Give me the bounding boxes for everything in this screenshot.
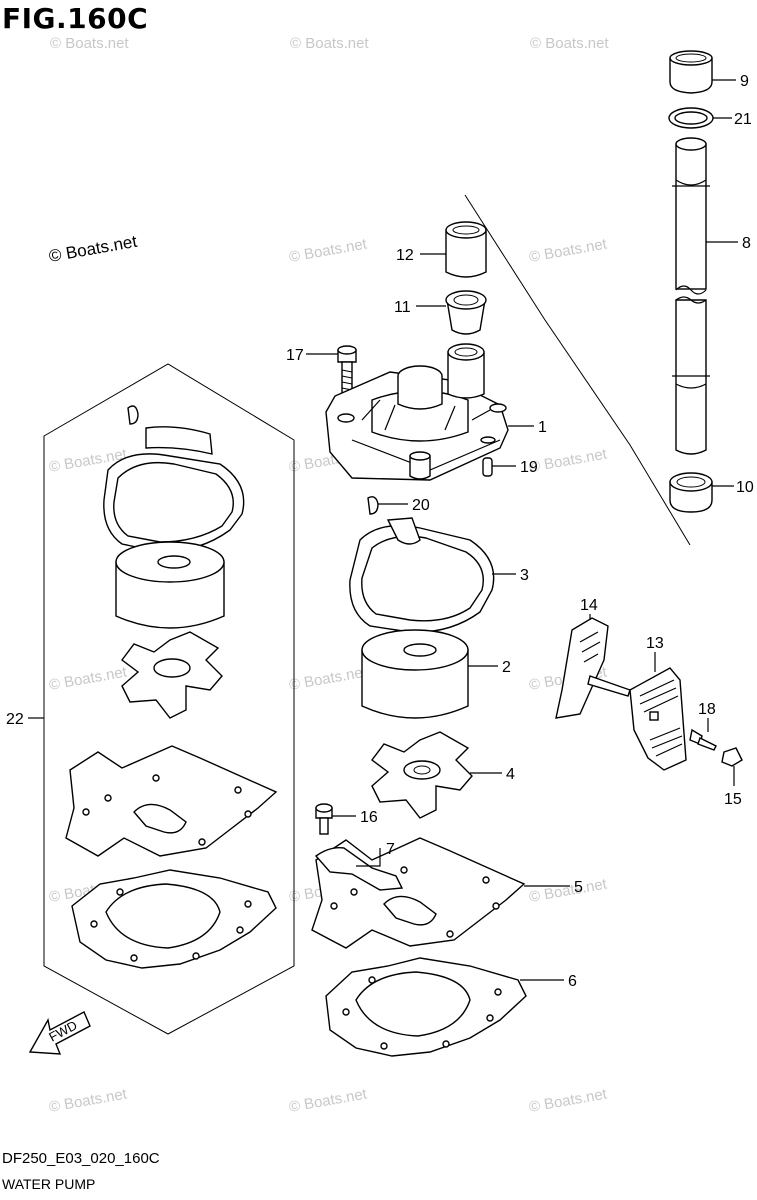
figure-title: FIG.160C — [2, 2, 149, 35]
part-21-o-ring — [668, 107, 714, 129]
watermark: © Boats.net — [290, 35, 369, 52]
part-15-nut — [721, 747, 743, 767]
callout-20: 20 — [412, 497, 430, 514]
callout-12: 12 — [396, 247, 414, 264]
callout-15: 15 — [724, 791, 742, 808]
part-2-liner — [361, 629, 469, 719]
part-4-impeller — [371, 731, 473, 819]
part-19-pin — [482, 457, 493, 477]
diagram-caption: WATER PUMP — [2, 1176, 96, 1192]
leader-lines — [28, 79, 738, 981]
watermark: © Boats.net — [528, 1085, 609, 1116]
part-20-key — [367, 496, 379, 515]
watermark: © Boats.net — [288, 663, 369, 694]
watermark: © Boats.net — [288, 1085, 369, 1116]
part-3-gasket — [349, 517, 495, 633]
callout-10: 10 — [736, 479, 754, 496]
part-8-water-tube — [672, 137, 710, 455]
part-18-screw — [689, 728, 717, 751]
kit-22-boundary — [43, 363, 295, 1035]
part-12-sleeve — [445, 221, 487, 278]
part-14-plate-arm — [555, 617, 631, 719]
part-10-grommet — [669, 472, 713, 513]
watermark: © Boats.net — [530, 35, 609, 52]
callout-5: 5 — [574, 879, 583, 896]
part-7-gasket-plate — [314, 846, 404, 891]
callout-2: 2 — [502, 659, 511, 676]
diagram-code: DF250_E03_020_160C — [2, 1150, 160, 1167]
callout-7: 7 — [386, 841, 395, 858]
fwd-arrow: FWD — [28, 1011, 91, 1055]
callout-4: 4 — [506, 766, 515, 783]
part-13-inlet-cover — [629, 667, 687, 771]
callout-19: 19 — [520, 459, 538, 476]
part-16-bolt — [315, 803, 333, 835]
watermark: © Boats.net — [47, 232, 138, 266]
watermark: © Boats.net — [528, 445, 609, 476]
callout-22: 22 — [6, 711, 24, 728]
callout-13: 13 — [646, 635, 664, 652]
part-1-pump-case — [325, 343, 509, 481]
watermark: © Boats.net — [50, 35, 129, 52]
callout-16: 16 — [360, 809, 378, 826]
watermark: © Boats.net — [48, 1085, 129, 1116]
callout-labels: 9 21 8 10 12 11 17 1 19 20 3 2 4 16 7 5 … — [6, 73, 754, 990]
callout-6: 6 — [568, 973, 577, 990]
kit-22-contents — [65, 405, 278, 969]
callout-3: 3 — [520, 567, 529, 584]
callout-17: 17 — [286, 347, 304, 364]
watermark: © Boats.net — [288, 235, 369, 266]
callout-21: 21 — [734, 111, 752, 128]
callout-1: 1 — [538, 419, 547, 436]
callout-18: 18 — [698, 701, 716, 718]
callout-8: 8 — [742, 235, 751, 252]
callout-11: 11 — [394, 299, 411, 316]
kit-boundary-line — [464, 194, 691, 546]
watermark: © Boats.net — [48, 663, 129, 694]
part-6-lower-gasket — [325, 957, 527, 1057]
part-9-grommet — [669, 50, 713, 94]
part-11-seal — [445, 290, 487, 335]
watermark: © Boats.net — [528, 875, 609, 906]
callout-9: 9 — [740, 73, 749, 90]
watermark: © Boats.net — [528, 235, 609, 266]
callout-14: 14 — [580, 597, 598, 614]
